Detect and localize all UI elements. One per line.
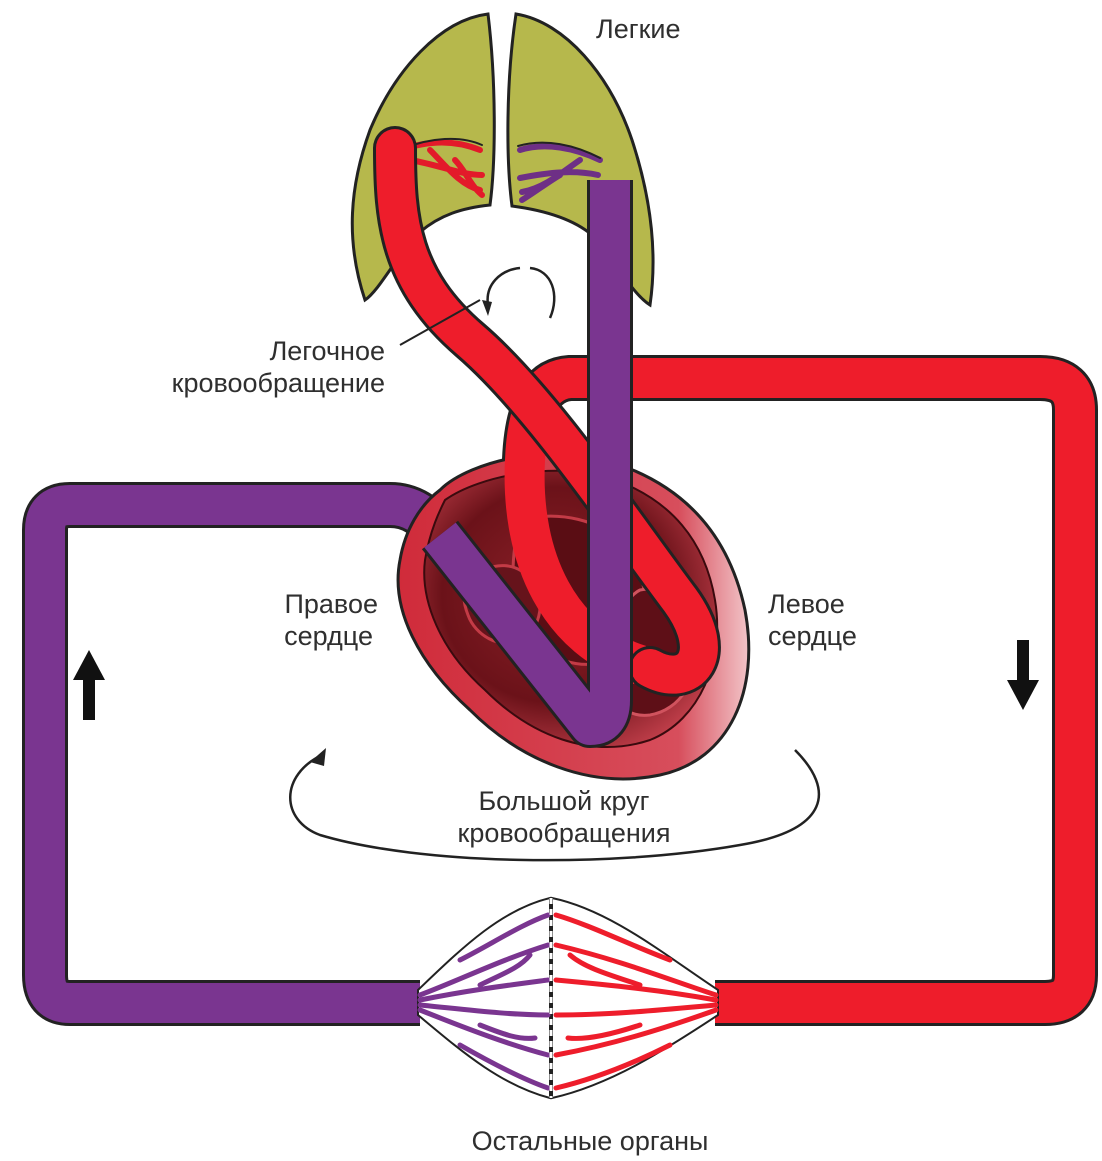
systemic-circulation-label-line1: Большой круг bbox=[478, 786, 649, 816]
down-arrow bbox=[1007, 640, 1039, 710]
right-heart-label-line1: Правое bbox=[284, 589, 378, 619]
pulmonary-circulation-label-line2: кровообращение bbox=[172, 368, 385, 398]
up-arrow bbox=[73, 650, 105, 720]
right-heart-label-line2: сердце bbox=[284, 621, 373, 651]
systemic-circulation-label-line2: кровообращения bbox=[458, 818, 671, 848]
pulmonary-cycle-arrow bbox=[482, 268, 554, 318]
other-organs-label: Остальные органы bbox=[472, 1126, 709, 1156]
left-heart-label-line1: Левое bbox=[768, 589, 845, 619]
left-heart-label-line2: сердце bbox=[768, 621, 857, 651]
pulmonary-circulation-label-line1: Легочное bbox=[270, 336, 385, 366]
organ-capillary-bed bbox=[418, 898, 718, 1098]
lungs-label: Легкие bbox=[596, 14, 681, 44]
